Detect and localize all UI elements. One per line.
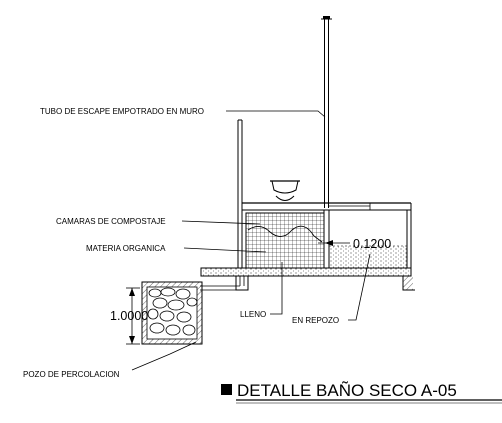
organic-matter-label: MATERIA ORGANICA [86, 244, 166, 253]
compost-chamber-full [245, 212, 325, 269]
chamber-height-dimension [318, 240, 350, 246]
leader-lines [131, 110, 371, 371]
percolation-pit-label: POZO DE PERCOLACION [23, 370, 120, 379]
title-block [221, 384, 502, 404]
chamber-height-value: 0.1200 [353, 237, 391, 251]
percolation-pit [141, 281, 203, 345]
vent-pipe-label: TUBO DE ESCAPE EMPOTRADO EN MURO [40, 107, 204, 116]
drawing-title: DETALLE BAÑO SECO A-05 [237, 381, 457, 400]
vent-duct [329, 203, 371, 210]
compost-chamber-resting [329, 245, 407, 268]
base-slab [200, 267, 415, 291]
resting-chamber-label: EN REPOZO [292, 316, 339, 325]
full-chamber-label: LLENO [240, 310, 266, 319]
vent-pipe [321, 16, 332, 208]
compost-chambers-label: CAMARAS DE COMPOSTAJE [56, 217, 166, 226]
pit-depth-dimension [126, 287, 140, 345]
drain-pipe [200, 276, 249, 291]
title-square-icon [221, 384, 232, 395]
toilet-seat-icon [270, 180, 300, 201]
back-wall [237, 119, 243, 268]
chamber-divider [323, 210, 330, 268]
pit-depth-value: 1.0000 [110, 309, 148, 323]
